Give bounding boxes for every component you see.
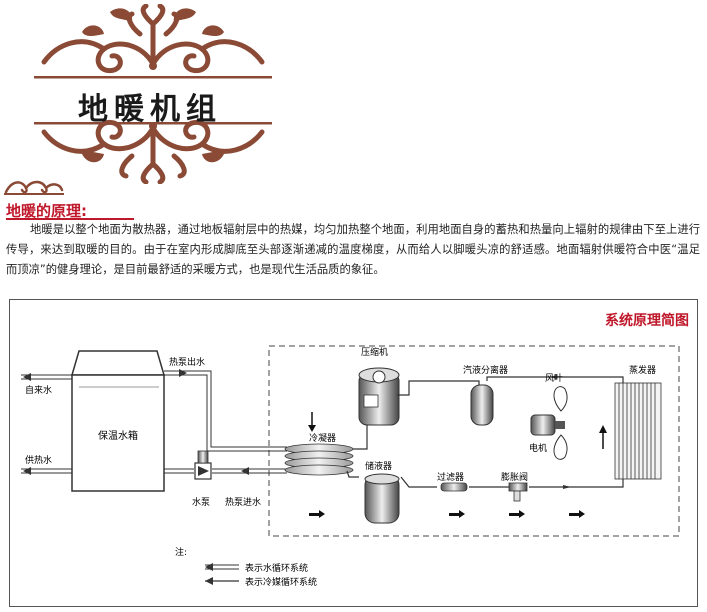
corner-ornament [4,180,64,195]
diagram-title: 系统原理简图 [605,312,689,329]
motor [530,414,565,436]
heat-pump-boundary [268,345,680,537]
filter [440,482,468,492]
heading-underline [6,218,134,220]
evaporator-label: 蒸发器 [629,364,656,376]
hp-outlet-label: 热泵出水 [169,356,205,368]
supply-water-label: 供热水 [25,454,52,466]
body-paragraph: 地暖是以整个地面为散热器，通过地板辐射层中的热媒，均匀加热整个地面，利用地面自身… [6,223,700,276]
water-pump [194,450,212,480]
condenser-label: 冷凝器 [309,432,336,444]
compressor-label: 压缩机 [361,346,388,358]
section-heading: 地暖的原理: [6,202,87,220]
evaporator [614,382,662,480]
filter-label: 过滤器 [437,471,464,483]
system-diagram: 系统原理简图 保温水箱 自来水 供热水 热泵出水 热泵进水 水泵 [9,299,698,607]
receiver-label: 储液器 [365,460,392,472]
hp-inlet-label: 热泵进水 [225,496,261,508]
compressor [358,367,400,426]
tank-label: 保温水箱 [98,429,138,442]
motor-label: 电机 [529,442,547,454]
expansion-valve-label: 膨胀阀 [501,471,528,483]
legend-refrigerant-text: 表示冷媒循环系统 [245,576,317,588]
receiver [364,473,400,524]
fan-label: 风叶 [545,373,563,384]
condenser-coil [284,443,354,476]
expansion-valve [508,482,528,502]
page-title: 地暖机组 [78,92,222,127]
legend-water-line [205,563,239,571]
pump-label: 水泵 [192,496,210,508]
insulated-water-tank [71,350,165,492]
legend-refrigerant-line [205,577,239,585]
title-ornament [34,4,272,184]
tap-water-label: 自来水 [25,384,52,396]
gas-liquid-separator [470,384,494,426]
legend-note: 注: [175,546,187,558]
separator-label: 汽液分离器 [463,364,508,376]
fan-blades [553,386,568,460]
legend-water-text: 表示水循环系统 [245,562,308,574]
